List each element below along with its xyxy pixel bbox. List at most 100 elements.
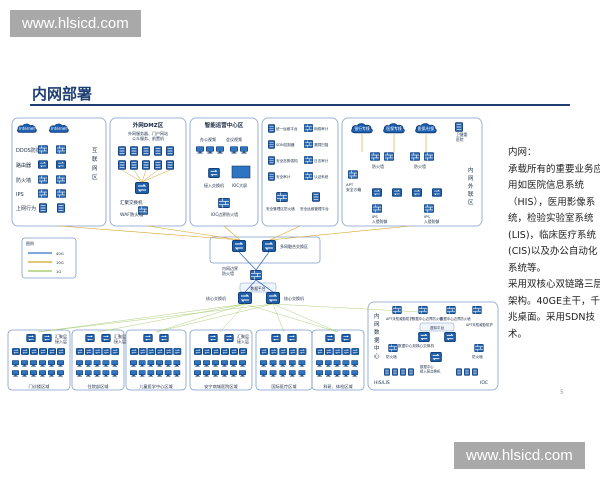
terminal-icon (333, 370, 341, 377)
terminal-icon (30, 370, 37, 377)
access-switch-icon (111, 348, 120, 355)
internet-zone: Internet Internet DDOS防御 路由器 防火墙 IPS 上网行… (16, 123, 98, 213)
legend-label: 40G (56, 251, 64, 256)
aggregation-switch-icon (208, 334, 218, 342)
terminal-icon (93, 360, 101, 367)
access-switch-icon (102, 348, 111, 355)
dc-vsm-label: 虚拟平台 (430, 325, 445, 330)
watermark-bottom: www.hlsicd.com (454, 442, 585, 469)
apt-sandbox-icon (348, 170, 358, 179)
access-switch-icon (221, 348, 229, 355)
internet-device-label: 上网行为 (16, 205, 36, 212)
access-area-label: 儿童医学中心区域 (139, 383, 173, 390)
terminal-icon (203, 360, 210, 367)
internet-cloud-label: Internet (51, 126, 67, 131)
terminal-icon (279, 360, 287, 367)
access-switch-icon (260, 348, 268, 355)
access-switch-icon (84, 348, 93, 355)
terminal-icon (84, 360, 92, 367)
ips-icon (56, 189, 66, 198)
internet-device-label: 防火墙 (16, 177, 31, 184)
terminal-icon (39, 370, 46, 377)
core-switch-icon (238, 292, 252, 304)
aggregation-label: 汇聚层 (237, 333, 249, 339)
ops-group-label: 办公视频 (200, 136, 216, 142)
external-firewall-label: 防火墙 (414, 163, 426, 169)
terminal-icon (173, 360, 181, 367)
mgmt-item-label: 安全态势感知 (276, 158, 298, 163)
terminal-icon (102, 360, 110, 367)
legend-title: 图例 (26, 240, 34, 246)
terminal-icon (279, 370, 287, 377)
terminal-icon (203, 370, 210, 377)
access-switch-icon (30, 348, 38, 355)
access-area-label: 门诊楼区域 (29, 383, 51, 390)
description-paragraph-1: 承载所有的重要业务应用如医院信息系统（HIS），医用影像系统，检验实验室系统(L… (508, 163, 600, 274)
dmz-title: 外网DMZ区 (133, 121, 164, 129)
access-switch-icon (351, 348, 360, 355)
terminal-icon (194, 360, 201, 367)
terminal-icon (298, 370, 306, 377)
title-divider (30, 104, 570, 106)
mgmt-item-label: 认证系统 (314, 174, 329, 179)
terminal-icon (138, 360, 146, 367)
terminal-icon (130, 360, 137, 367)
ioc-firewall-label: IOC边界防火墙 (211, 211, 238, 217)
terminal-icon (138, 370, 146, 377)
terminal-icon (333, 360, 341, 367)
multi-net-label: 多网融合交换区 (280, 243, 308, 249)
terminal-icon (57, 370, 64, 377)
access-area-label: 住院部区域 (88, 383, 110, 390)
terminal-icon (76, 360, 83, 367)
access-switch-icon (48, 348, 56, 355)
mgmt-item-label: 统一运维平台 (276, 126, 298, 131)
firewall-icon (56, 175, 66, 184)
ddos-icon (56, 145, 66, 154)
access-switch-icon (324, 348, 333, 355)
access-layer: 汇聚层接入层门诊楼区域汇聚层接入层住院部区域儿童医学中心区域汇聚层接入层安宁病城… (12, 333, 360, 390)
aggregation-label: 接入层 (114, 338, 126, 344)
access-area-label: 安宁病城医院区域 (204, 383, 238, 390)
legend: 图例 40G 10G 1G (26, 240, 64, 274)
core-switch-label: 核心交换机 (284, 295, 304, 301)
terminal-icon (221, 360, 228, 367)
behavior-mgmt-icon (57, 203, 65, 213)
access-switch-icon (279, 348, 288, 355)
access-switch-icon (230, 348, 238, 355)
dc-vsm-box (419, 322, 455, 332)
terminal-icon (212, 370, 219, 377)
core-switch-label: 核心交换机 (206, 295, 226, 301)
terminal-icon (194, 370, 201, 377)
datacenter-box (367, 301, 499, 391)
dc-apt-label: 数据中心边界防火墙 (412, 316, 443, 321)
aggregation-label: 汇聚层 (114, 333, 126, 339)
border-firewall-label: 内网边界防火墙 (222, 265, 238, 276)
terminal-icon (260, 360, 267, 367)
terminal-icon (48, 360, 55, 367)
access-switch-icon (138, 348, 147, 355)
mgmt-item-label: 漏洞扫描 (314, 142, 329, 147)
terminal-icon (21, 370, 28, 377)
access-switch-icon (164, 348, 173, 355)
terminal-icon (111, 370, 119, 377)
terminal-icon (102, 370, 110, 377)
terminal-icon (316, 360, 323, 367)
behavior-mgmt-icon (39, 203, 47, 213)
vsm-box (239, 282, 277, 293)
router-icon (56, 160, 66, 169)
aggregation-switch-icon (325, 334, 335, 342)
access-box-6 (311, 329, 365, 391)
terminal-icon (342, 360, 350, 367)
aggregation-label: 接入层 (237, 338, 249, 344)
internet-zone-vertical-label: 互联网区 (92, 147, 98, 181)
terminal-icon (76, 370, 83, 377)
access-switch-icon (203, 348, 211, 355)
terminal-icon (12, 370, 19, 377)
mgmt-item-label: 安全管理区防火墙 (266, 206, 295, 211)
ops-zone: 智能运营中心区 办公视频 会议视频 接入交换机 IOC大屏 IOC边界防火墙 (196, 121, 251, 217)
internet-device-label: DDOS防御 (16, 147, 41, 154)
zone-internet-box (11, 117, 107, 227)
